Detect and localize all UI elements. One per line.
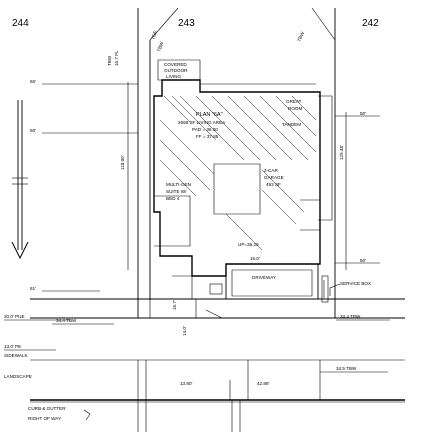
dim-157: 15.7' bbox=[172, 300, 177, 310]
north-arrow-icon bbox=[11, 100, 29, 260]
covered-label-2: OUTDOOR bbox=[164, 68, 188, 73]
multi-gen-1: MULTI-GEN bbox=[166, 182, 191, 187]
top-note-d: TBW bbox=[156, 40, 164, 52]
left-dimensions: 66' 50' 61' 118.00' 20.0' PUE 13.0' PE 3… bbox=[4, 79, 138, 351]
plan-label: PLAN "6A" bbox=[196, 112, 223, 118]
car-label-1: 2-CAR bbox=[264, 168, 278, 173]
dim-118: 118.00' bbox=[120, 155, 125, 170]
lot-244-label: 244 bbox=[12, 18, 29, 29]
landscape-label: LANDSCAPE bbox=[4, 374, 32, 379]
great-room-1: GREAT bbox=[286, 99, 302, 104]
multi-gen-3: BED 4 bbox=[166, 196, 180, 201]
driveway-label: DRIVEWAY bbox=[252, 275, 276, 280]
lot-242-label: 242 bbox=[362, 18, 379, 29]
top-note-a: TBW bbox=[107, 55, 112, 66]
dim-66: 66' bbox=[30, 79, 36, 84]
top-note-e: TBW bbox=[296, 30, 305, 42]
dim-pue: 20.0' PUE bbox=[4, 314, 25, 319]
dim-50-left: 50' bbox=[30, 128, 36, 133]
great-room-2: ROOM bbox=[288, 106, 302, 111]
front-yard: 14.0' 15.7' bbox=[149, 275, 223, 336]
tandem-label: TANDEM bbox=[282, 122, 301, 127]
dim-50-right-top: 50' bbox=[360, 111, 366, 116]
house-labels: COVERED OUTDOOR LIVING PLAN "6A" 2668 SF… bbox=[164, 62, 302, 247]
top-note-b: 15.7 FL bbox=[114, 50, 119, 66]
plan-ff: FF = 37.85 bbox=[196, 134, 219, 139]
car-label-3: 493 SF bbox=[266, 182, 281, 187]
covered-label-3: LIVING bbox=[166, 74, 181, 79]
car-label-2: GARAGE bbox=[264, 175, 284, 180]
curb-label: CURB & GUTTER bbox=[28, 406, 66, 411]
covered-label-1: COVERED bbox=[164, 62, 187, 67]
top-annotations: TBW 15.7 FL TOE TBW TBW bbox=[107, 30, 306, 66]
dim-345: 34.5 TBW bbox=[336, 366, 357, 371]
sidewalk-label: SIDEWALK bbox=[4, 353, 29, 358]
dim-344-left: 34.4 TBW bbox=[56, 318, 77, 323]
dim-4288: 42.88' bbox=[257, 381, 269, 386]
up-elevation: UP=36.29 bbox=[238, 242, 259, 247]
street-labels: SIDEWALK LANDSCAPE 13.90' 42.88' CURB & … bbox=[4, 353, 269, 421]
service-box-label: SERVICE BOX bbox=[340, 281, 371, 286]
dim-50-right-mid: 50' bbox=[360, 258, 366, 263]
dim-1390: 13.90' bbox=[180, 381, 192, 386]
dim-140: 14.0' bbox=[182, 326, 187, 336]
dim-344-right: 34.4 TBW bbox=[340, 314, 361, 319]
plan-area: 2668 SF LIVING AREA bbox=[178, 120, 226, 125]
plan-pad: PAD = 36.00 bbox=[192, 127, 218, 132]
right-dimensions: 50' 50' 125.48' SERVICE BOX 34.4 TBW 34.… bbox=[320, 111, 390, 373]
dim-61: 61' bbox=[30, 286, 36, 291]
lot-lines bbox=[30, 7, 405, 432]
right-of-way-label: RIGHT OF WAY bbox=[28, 416, 61, 421]
driveway: 16.0' DRIVEWAY bbox=[209, 256, 319, 300]
dim-pe: 13.0' PE bbox=[4, 344, 21, 349]
dim-125: 125.48' bbox=[339, 145, 344, 160]
dim-160: 16.0' bbox=[250, 256, 260, 261]
roof-hatch bbox=[159, 95, 317, 251]
lot-243-label: 243 bbox=[178, 18, 195, 29]
lot-242-details bbox=[321, 275, 329, 303]
multi-gen-2: SUITE W/ bbox=[166, 189, 187, 194]
